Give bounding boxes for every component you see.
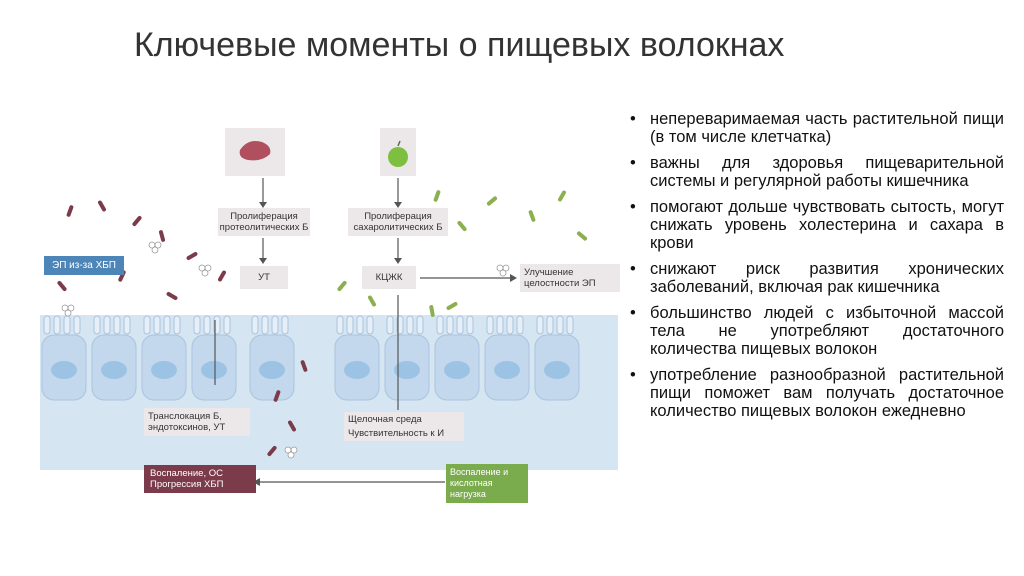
ut-label: УТ	[240, 266, 288, 289]
improve-ep-label: Улучшение целостности ЭП	[520, 264, 620, 292]
bullet-item: •помогают дольше чувствовать сытость, мо…	[630, 198, 1004, 252]
cocci	[61, 241, 510, 459]
prolif-prot-label: Пролиферация протеолитических Б	[218, 208, 310, 236]
alkaline-label: Щелочная среда	[344, 412, 464, 427]
cells-row	[41, 334, 580, 401]
apple-icon	[388, 147, 408, 167]
ep-hbp-label: ЭП из-за ХБП	[44, 256, 124, 275]
slide-title: Ключевые моменты о пищевых волокнах	[134, 26, 785, 64]
bullet-item: •важны для здоровья пищеварительной сист…	[630, 154, 1004, 190]
bullet-item: •непереваримаемая часть растительной пищ…	[630, 110, 1004, 146]
ep-hbp-box: ЭП из-за ХБП	[44, 256, 124, 275]
translocation-label: Транслокация Б, эндотоксинов, УТ	[144, 408, 250, 436]
microvilli	[43, 315, 574, 335]
bullet-item: •употребление разнообразной растительной…	[630, 366, 1004, 420]
bullet-item: •снижают риск развития хронических забол…	[630, 260, 1004, 296]
inflammation-acid-label: Воспаление и кислотная нагрузка	[446, 464, 528, 503]
kczk-label: КЦЖК	[362, 266, 416, 289]
bullet-item: •большинство людей с избыточной массой т…	[630, 304, 1004, 358]
inflammation-os-label: Воспаление, ОС Прогрессия ХБП	[144, 465, 256, 493]
bacteria-saccharolytic	[337, 190, 588, 317]
fiber-diagram: ЭП из-за ХБП Пролиферация протеолитическ…	[40, 120, 620, 510]
prolif-sach-label: Пролиферация сахаролитических Б	[348, 208, 448, 236]
meat-icon	[239, 141, 271, 161]
insulin-label: Чувствительность к И	[344, 426, 464, 441]
bullet-list: •непереваримаемая часть растительной пищ…	[628, 110, 1004, 428]
diagram-graphics	[40, 128, 618, 486]
